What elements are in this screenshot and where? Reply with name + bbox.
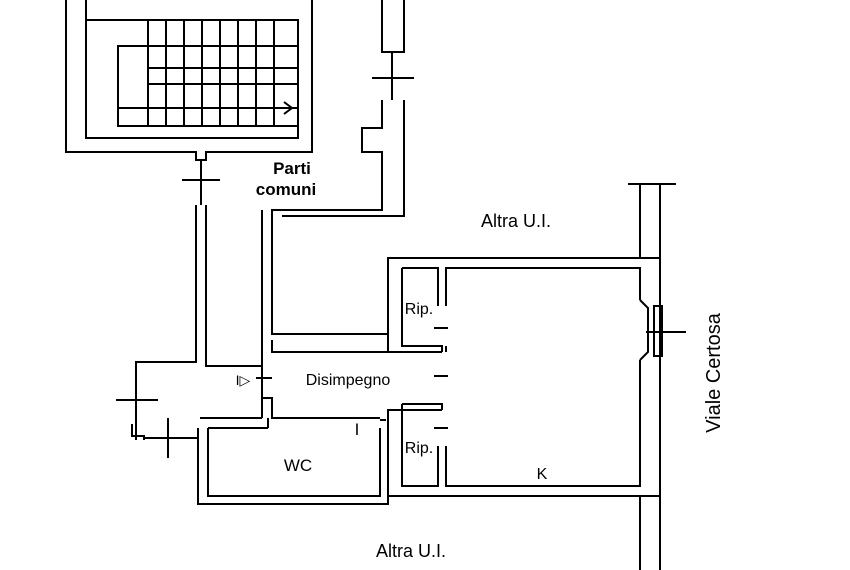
service-passage: [271, 0, 660, 335]
label-rip-top: Rip.: [405, 301, 433, 318]
apartment-walls: [387, 258, 686, 497]
label-rip-bottom: Rip.: [405, 440, 433, 457]
stairwell: [65, 0, 313, 161]
label-altra-ui-bottom: Altra U.I.: [376, 541, 446, 561]
label-parti: Parti: [273, 159, 311, 178]
label-comuni: comuni: [256, 180, 316, 199]
label-kitchen: K: [537, 466, 548, 483]
hallway-walls: [197, 340, 442, 505]
exterior-walls: [628, 183, 676, 570]
label-wc: WC: [284, 456, 312, 475]
label-altra-ui-top: Altra U.I.: [481, 211, 551, 231]
label-viale-certosa: Viale Certosa: [703, 312, 725, 433]
label-disimpegno: Disimpegno: [306, 372, 391, 389]
common-corridor: [116, 160, 263, 458]
entrance-arrow-icon: I▷: [236, 372, 251, 388]
label-entry-mark: I: [355, 420, 360, 439]
